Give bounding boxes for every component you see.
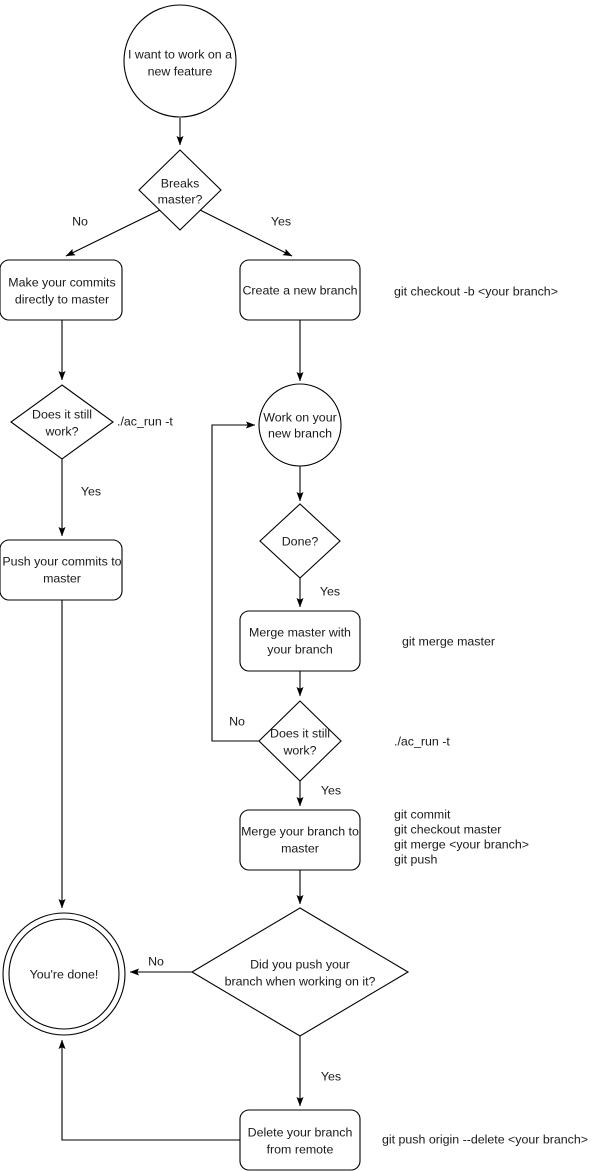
node-start[interactable]: I want to work on a new feature — [123, 4, 237, 118]
edge-breaks-no-to-commit-direct — [65, 209, 161, 257]
annotation-merge-master-command: git merge master — [402, 634, 495, 648]
still-work-right-label-line1: Does it still — [270, 726, 330, 740]
node-create-branch[interactable]: Create a new branch — [239, 259, 361, 321]
annotation-delete-branch-command: git push origin --delete <your branch> — [382, 1132, 588, 1146]
edge-still-work-right-no-loopback — [211, 421, 260, 742]
merge-branch-label-line2: master — [281, 841, 319, 855]
edge-label-still-work-right-yes: Yes — [321, 783, 341, 797]
annotation-create-branch-command: git checkout -b <your branch> — [394, 284, 558, 298]
edge-label-did-push-yes: Yes — [321, 1069, 341, 1083]
annotation-merge-branch-command-3: git merge <your branch> — [394, 837, 529, 851]
edge-label-still-work-left-yes: Yes — [81, 484, 101, 498]
edge-label-breaks-yes: Yes — [271, 214, 291, 228]
commit-direct-box[interactable] — [0, 259, 123, 321]
annotation-run-tests-left: ./ac_run -t — [117, 414, 173, 428]
annotation-merge-branch-command-4: git push — [394, 852, 438, 866]
edges-layer — [58, 118, 304, 1141]
edge-delete-branch-to-youre-done — [58, 1039, 240, 1141]
did-push-label-line1: Did you push your — [250, 957, 350, 971]
edge-label-did-push-no: No — [148, 954, 164, 968]
still-work-left-label-line1: Does it still — [32, 407, 92, 421]
still-work-left-diamond[interactable] — [10, 384, 114, 460]
work-branch-label-line2: new branch — [268, 426, 332, 440]
push-commits-label-line1: Push your commits to — [2, 554, 121, 568]
merge-branch-box[interactable] — [239, 809, 361, 871]
done-question-diamond[interactable] — [259, 503, 341, 579]
annotation-merge-branch-command-1: git commit — [394, 807, 451, 821]
node-push-commits[interactable]: Push your commits to master — [0, 539, 123, 601]
push-commits-box[interactable] — [0, 539, 123, 601]
commit-direct-label-line2: directly to master — [15, 292, 109, 306]
still-work-left-label-line2: work? — [44, 424, 78, 438]
done-question-label-line1: Done? — [282, 534, 319, 548]
start-circle[interactable] — [123, 4, 237, 118]
commit-direct-label-line1: Make your commits — [8, 275, 115, 289]
did-push-label-line2: branch when working on it? — [225, 974, 376, 988]
merge-branch-label-line1: Merge your branch to — [241, 824, 359, 838]
node-youre-done[interactable]: You're done! — [2, 912, 126, 1036]
breaks-master-diamond[interactable] — [138, 149, 222, 231]
node-breaks-master[interactable]: Breaks master? — [138, 149, 222, 231]
node-commit-direct[interactable]: Make your commits directly to master — [0, 259, 123, 321]
node-merge-master[interactable]: Merge master with your branch — [239, 610, 361, 672]
edge-labels-layer: No Yes Yes Yes No Yes No Yes — [72, 214, 341, 1083]
breaks-master-label-line2: master? — [158, 192, 203, 206]
merge-master-label-line1: Merge master with — [249, 625, 351, 639]
start-label-line2: new feature — [148, 64, 213, 78]
merge-master-box[interactable] — [239, 610, 361, 672]
annotation-merge-branch-command-2: git checkout master — [394, 822, 501, 836]
node-work-branch[interactable]: Work on your new branch — [258, 383, 342, 467]
create-branch-label-line1: Create a new branch — [242, 283, 357, 297]
node-still-work-right[interactable]: Does it still work? — [258, 700, 342, 782]
annotations-layer: git checkout -b <your branch> ./ac_run -… — [117, 284, 588, 1146]
delete-branch-box[interactable] — [239, 1109, 361, 1171]
push-commits-label-line2: master — [43, 571, 81, 585]
still-work-right-label-line2: work? — [282, 743, 316, 757]
edge-breaks-yes-to-create-branch — [199, 209, 293, 257]
edge-label-still-work-right-no: No — [229, 714, 245, 728]
youre-done-label: You're done! — [30, 967, 99, 981]
merge-master-label-line2: your branch — [267, 642, 333, 656]
delete-branch-label-line2: from remote — [267, 1142, 334, 1156]
work-branch-circle[interactable] — [258, 383, 342, 467]
start-label-line1: I want to work on a — [128, 47, 232, 61]
delete-branch-label-line1: Delete your branch — [248, 1125, 353, 1139]
node-did-push[interactable]: Did you push your branch when working on… — [190, 907, 410, 1037]
node-merge-branch[interactable]: Merge your branch to master — [239, 809, 361, 871]
annotation-run-tests-right: ./ac_run -t — [394, 734, 450, 748]
youre-done-inner-circle[interactable] — [8, 918, 120, 1030]
node-still-work-left[interactable]: Does it still work? — [10, 384, 114, 460]
did-push-diamond[interactable] — [190, 907, 410, 1037]
edge-label-breaks-no: No — [72, 214, 88, 228]
still-work-right-diamond[interactable] — [258, 700, 342, 782]
work-branch-label-line1: Work on your — [263, 410, 336, 424]
create-branch-box[interactable] — [239, 259, 361, 321]
edge-label-done-yes: Yes — [320, 584, 340, 598]
node-done-question[interactable]: Done? — [259, 503, 341, 579]
node-delete-branch[interactable]: Delete your branch from remote — [239, 1109, 361, 1171]
breaks-master-label-line1: Breaks — [161, 176, 200, 190]
